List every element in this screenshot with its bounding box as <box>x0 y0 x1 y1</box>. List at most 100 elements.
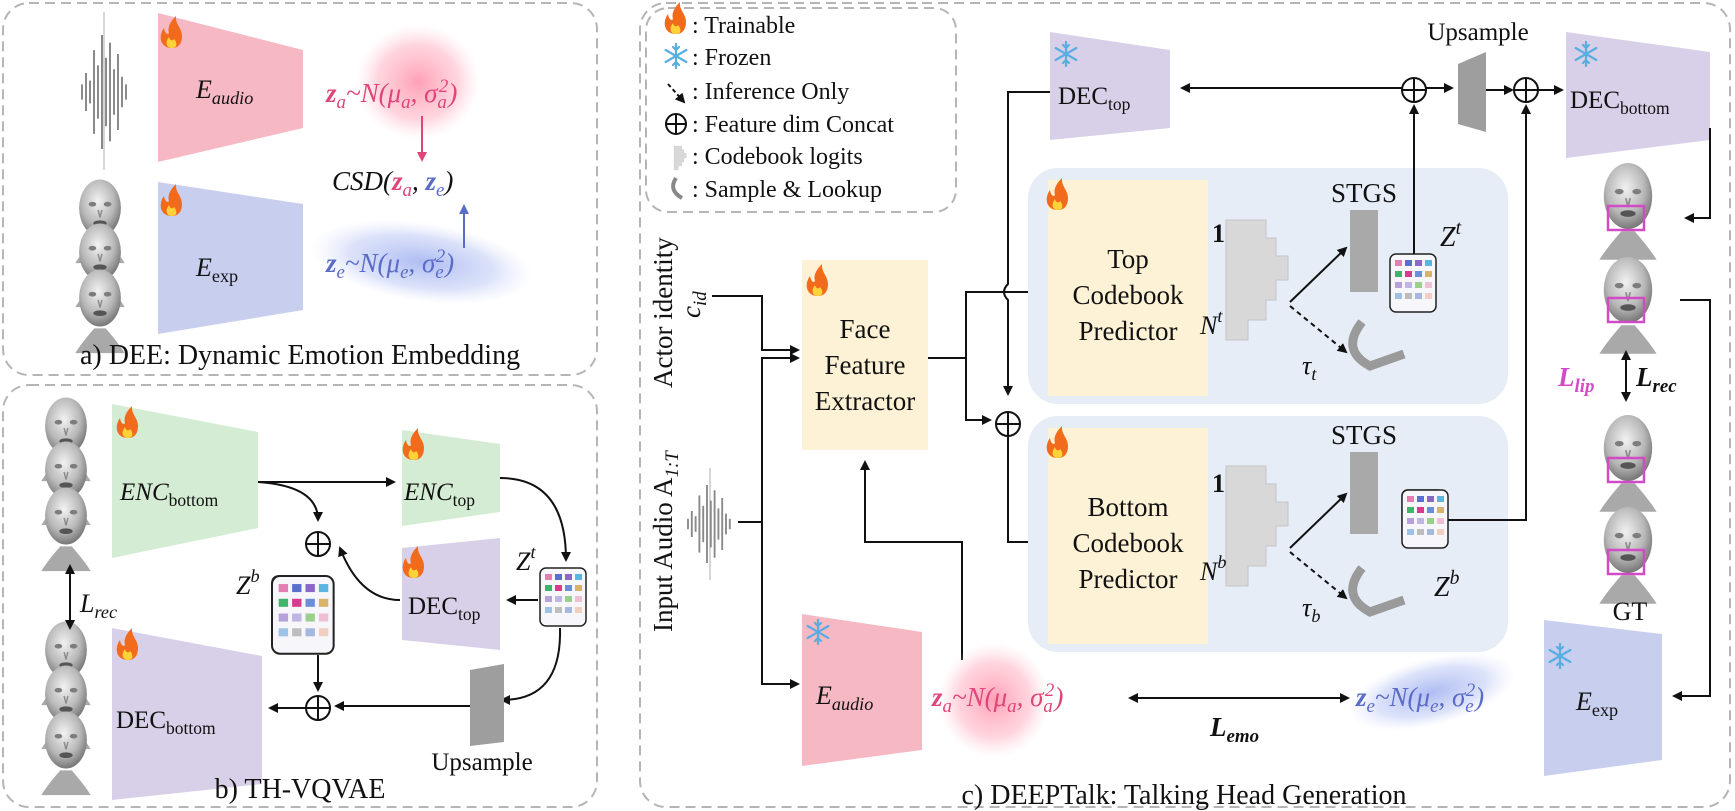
concat-operator <box>1513 77 1539 103</box>
tau-t-label: τ <box>1302 351 1313 380</box>
svg-text:Face: Face <box>840 314 891 344</box>
panel-a-frame <box>2 2 598 376</box>
concat-operator <box>305 531 331 557</box>
zt-label-b: Zt <box>516 542 536 576</box>
za-distribution-label-c: za~N(μa, σa2) <box>931 680 1063 717</box>
svg-text:Zt: Zt <box>1440 218 1462 253</box>
blue-distribution-blob <box>310 219 534 305</box>
head-stack-b-input <box>40 396 92 572</box>
svg-text:τb: τb <box>1302 593 1320 626</box>
l-rec-label-b: Lrec <box>79 589 117 622</box>
stgs-bar-top <box>1350 210 1378 292</box>
c-id-label: cid <box>676 291 711 318</box>
codebook-icon-top <box>1389 253 1437 313</box>
dec-bottom-c: DECbottom <box>1566 32 1710 158</box>
enc-top: ENCtop <box>402 428 500 526</box>
panel-c-frame <box>639 2 1731 808</box>
stgs-bar-bottom <box>1350 452 1378 534</box>
sample-lookup-icon <box>671 176 684 200</box>
svg-text:Eexp: Eexp <box>1575 687 1618 720</box>
upsample-label-c: Upsample <box>1427 19 1528 46</box>
input-audio-label: Input Audio A1:T <box>648 450 683 632</box>
legend-sample: : Sample & Lookup <box>692 177 882 203</box>
actor-identity-label: Actor identity <box>648 237 678 388</box>
svg-text:Codebook: Codebook <box>1073 280 1184 310</box>
csd-label: CSD(za, ze) <box>332 166 453 201</box>
svg-text:ENCtop: ENCtop <box>403 479 475 510</box>
codebook-icon <box>539 567 587 627</box>
dec-top-c: DECtop <box>1050 32 1170 140</box>
l-emo-label: Lemo <box>1209 712 1259 747</box>
concat-operator <box>305 695 331 721</box>
generated-head-stack <box>1598 162 1658 355</box>
dec-bottom-b: DECbottom <box>112 628 262 800</box>
legend-concat: : Feature dim Concat <box>692 112 894 138</box>
stgs-bottom-label: STGS <box>1331 420 1397 450</box>
audio-waveform-icon <box>80 12 128 170</box>
upsample-label-b: Upsample <box>431 749 532 776</box>
enc-bottom: ENCbottom <box>112 404 258 558</box>
ze-distribution-label: ze~N(μe, σe2) <box>325 246 454 283</box>
zb-label-b: Zb <box>236 566 260 600</box>
sample-lookup-icon <box>1348 319 1406 371</box>
stgs-top-label: STGS <box>1331 178 1397 208</box>
blue-distribution-blob <box>1348 652 1516 732</box>
svg-text:Predictor: Predictor <box>1079 316 1178 346</box>
upsample-block-b <box>470 664 504 746</box>
svg-text:DECbottom: DECbottom <box>1570 87 1670 118</box>
face-feature-extractor: Face Feature Extractor <box>802 260 928 450</box>
bottom-codebook-predictor: Bottom Codebook Predictor <box>1046 426 1208 644</box>
upsample-block-c <box>1458 52 1486 132</box>
head-stack-b-output <box>40 620 92 796</box>
legend-box <box>645 7 957 213</box>
logit-index-one: 1 <box>1212 219 1225 248</box>
svg-text:Nt: Nt <box>1199 306 1223 340</box>
svg-text:DECtop: DECtop <box>408 593 481 624</box>
concat-operator <box>995 411 1021 437</box>
e-audio-encoder-c: Eaudio <box>802 614 922 766</box>
svg-text:Codebook: Codebook <box>1073 528 1184 558</box>
panel-a-caption: a) DEE: Dynamic Emotion Embedding <box>80 340 520 371</box>
gt-label: GT <box>1613 597 1648 626</box>
dec-top-b: DECtop <box>402 538 500 650</box>
flame-icon <box>664 2 686 34</box>
concat-operator <box>1401 77 1427 103</box>
svg-text:Nb: Nb <box>1199 552 1226 586</box>
dashed-arrow-icon <box>667 83 686 104</box>
panel-c-caption: c) DEEPTalk: Talking Head Generation <box>962 780 1407 811</box>
svg-text:τt: τt <box>1302 351 1317 384</box>
nt-label: N <box>1199 311 1219 340</box>
svg-text:Zb: Zb <box>1434 568 1460 603</box>
codebook-icon <box>1401 489 1449 549</box>
legend-logits: : Codebook logits <box>692 144 863 170</box>
svg-text:Extractor: Extractor <box>815 386 915 416</box>
codebook-logits-icon <box>673 145 687 171</box>
sample-lookup-icon <box>1348 565 1406 617</box>
svg-text:Predictor: Predictor <box>1079 564 1178 594</box>
panel-b-caption: b) TH-VQVAE <box>215 774 386 805</box>
e-exp-encoder: Eexp <box>158 182 303 334</box>
audio-waveform-icon <box>686 468 732 580</box>
svg-text:Eexp: Eexp <box>195 253 238 286</box>
za-distribution-label: za~N(μa, σa2) <box>325 76 457 113</box>
zt-label-c: Z <box>1440 222 1456 253</box>
svg-text:DECbottom: DECbottom <box>116 707 216 738</box>
l-rec-label-c: Lrec <box>1635 362 1677 397</box>
panel-a: Eaudio Eexp za~N(μa, σa2) CSD(za, ze) ze… <box>74 12 534 371</box>
svg-text:Bottom: Bottom <box>1087 492 1168 522</box>
panel-b-frame <box>2 384 598 808</box>
l-lip-label: Llip <box>1557 362 1594 397</box>
svg-text:Top: Top <box>1107 244 1149 274</box>
logit-index-one: 1 <box>1212 469 1225 498</box>
head-stack-a <box>74 178 126 354</box>
svg-text:DECtop: DECtop <box>1058 83 1131 114</box>
svg-text:Eaudio: Eaudio <box>815 681 873 714</box>
ze-distribution-label-c: ze~N(μe, σe2) <box>1355 680 1484 717</box>
snowflake-icon <box>664 42 688 70</box>
legend-inference: : Inference Only <box>692 79 849 105</box>
panel-c: : Trainable : Frozen : Inference Only : … <box>645 2 1711 811</box>
e-audio-encoder: Eaudio <box>158 13 303 162</box>
tau-b-label: τ <box>1302 593 1313 622</box>
pink-distribution-blob <box>938 642 1050 758</box>
e-exp-encoder-c: Eexp <box>1544 620 1662 776</box>
